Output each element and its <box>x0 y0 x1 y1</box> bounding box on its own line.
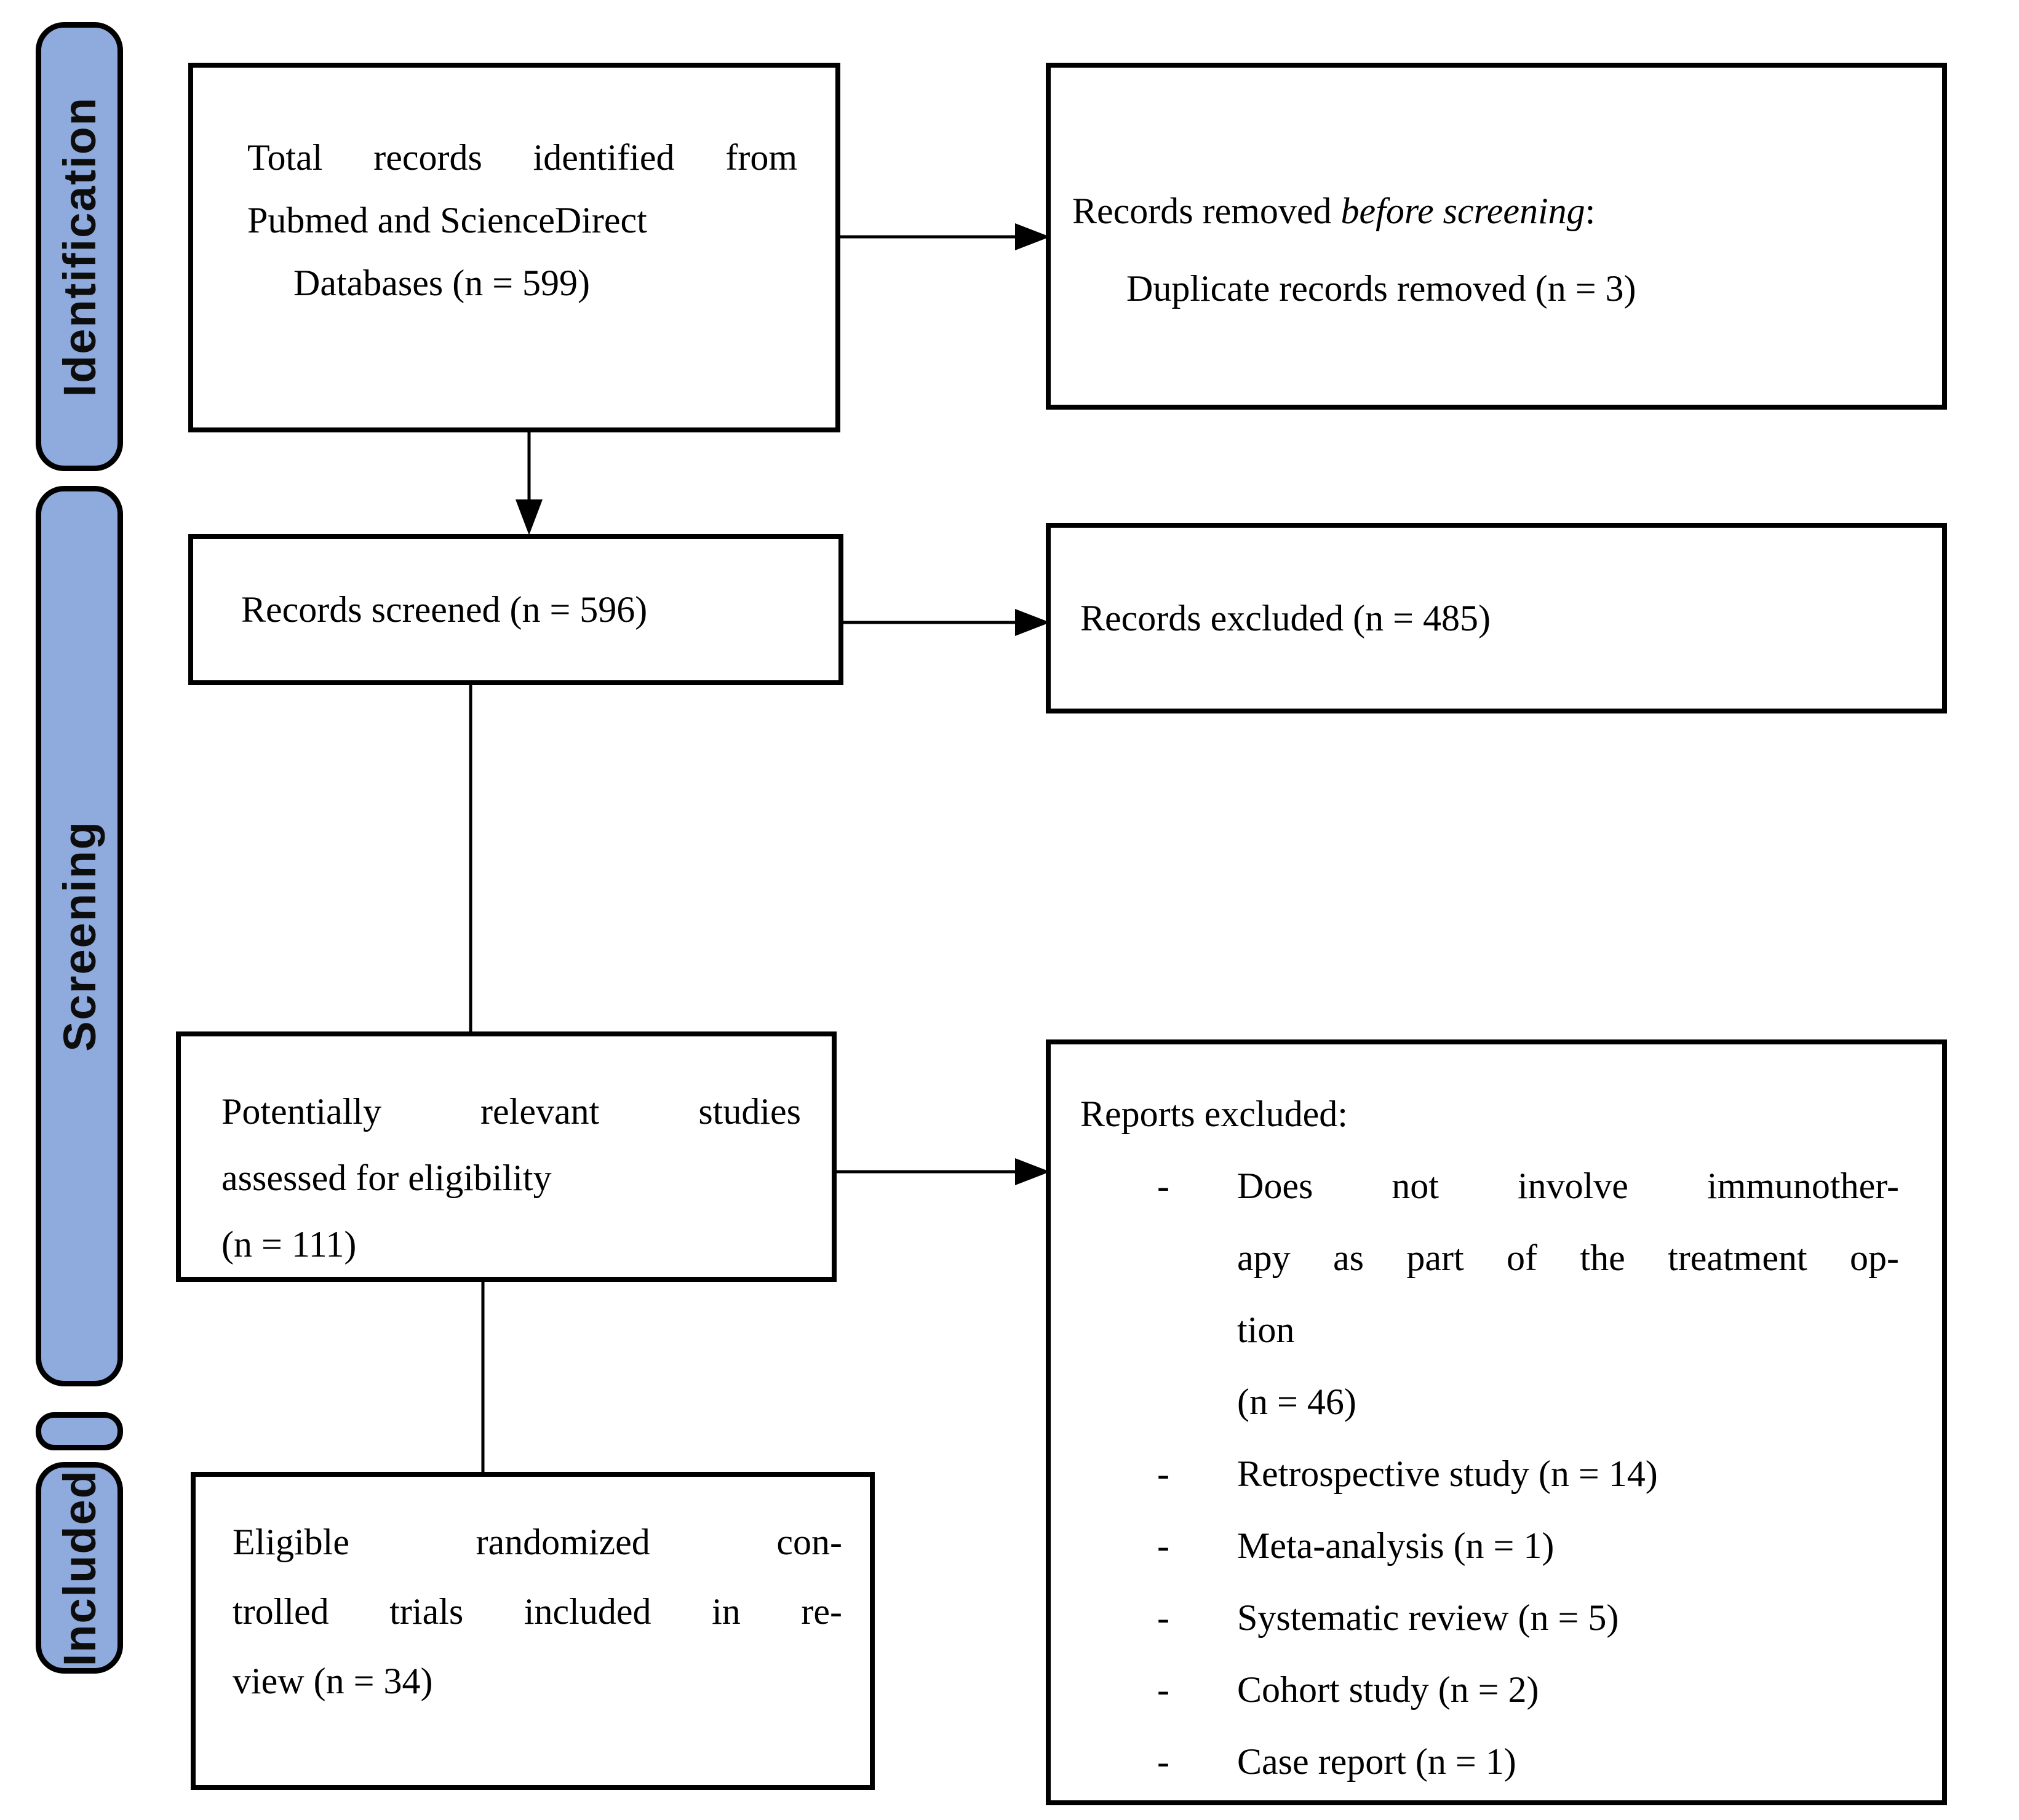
excluded-reason-line: Systematic review (n = 5) <box>1237 1597 1619 1638</box>
arrow-screened-to-excluded <box>843 609 1050 636</box>
excluded-reason-line: Meta-analysis (n = 1) <box>1237 1525 1555 1566</box>
records-removed-suffix: : <box>1585 191 1596 231</box>
stage-bar-spacer <box>36 1412 123 1450</box>
excluded-reason-line: Cohort study (n = 2) <box>1237 1669 1539 1710</box>
excluded-reason-line: apy as part of the treatment op- <box>1237 1238 1899 1278</box>
box-records-identified: Total records identified from Pubmed and… <box>188 63 840 432</box>
box-records-removed: Records removed before screening: Duplic… <box>1046 63 1947 410</box>
records-removed-italic: before screening <box>1340 191 1585 231</box>
box-records-excluded-text: Records excluded (n = 485) <box>1080 597 1491 638</box>
stage-bar-identification: Identification <box>36 22 123 471</box>
excluded-reason-item: - Meta-analysis (n = 1) <box>1080 1510 1899 1582</box>
arrow-assessed-to-reports-excluded <box>837 1158 1050 1185</box>
box-records-screened: Records screened (n = 596) <box>188 534 843 685</box>
box-records-identified-line: Pubmed and ScienceDirect <box>247 200 647 240</box>
box-included-trials: Eligible randomized con- trolled trials … <box>191 1472 875 1790</box>
arrow-identified-to-screened <box>516 432 543 535</box>
bullet-dash: - <box>1157 1597 1169 1638</box>
box-included-trials-line: view (n = 34) <box>233 1661 433 1701</box>
box-assessed-line: assessed for eligibility <box>221 1158 552 1198</box>
stage-label-screening: Screening <box>54 821 105 1052</box>
box-assessed-line: (n = 111) <box>221 1224 357 1265</box>
box-included-trials-line: trolled trials included in re- <box>233 1591 842 1632</box>
stage-bar-screening: Screening <box>36 486 123 1386</box>
bullet-dash: - <box>1157 1669 1169 1710</box>
box-reports-excluded: Reports excluded: - Does not involve imm… <box>1046 1039 1947 1805</box>
excluded-reason-line: Retrospective study (n = 14) <box>1237 1453 1658 1494</box>
bullet-dash: - <box>1157 1741 1169 1782</box>
bullet-dash: - <box>1157 1166 1169 1206</box>
box-reports-excluded-title: Reports excluded: <box>1080 1094 1348 1134</box>
excluded-reason-line: (n = 46) <box>1237 1381 1356 1422</box>
arrow-identified-to-removed <box>840 223 1050 250</box>
excluded-reason-item: - Case report (n = 1) <box>1080 1726 1899 1798</box>
excluded-reason-line: Does not involve immunother- <box>1237 1166 1899 1206</box>
box-assessed-line: Potentially relevant studies <box>221 1091 801 1132</box>
excluded-reason-item: - Does not involve immunother- apy as pa… <box>1080 1150 1899 1438</box>
box-records-removed-intro: Records removed before screening: <box>1072 172 1917 250</box>
excluded-reason-item: - Cohort study (n = 2) <box>1080 1654 1899 1726</box>
records-removed-prefix: Records removed <box>1072 191 1341 231</box>
box-records-identified-line: Databases (n = 599) <box>293 263 591 303</box>
box-records-removed-detail: Duplicate records removed (n = 3) <box>1126 268 1636 309</box>
stage-label-included: Included <box>54 1469 105 1667</box>
box-records-screened-text: Records screened (n = 596) <box>241 589 648 630</box>
stage-label-identification: Identification <box>54 96 105 397</box>
bullet-dash: - <box>1157 1525 1169 1566</box>
box-included-trials-line: Eligible randomized con- <box>233 1522 842 1562</box>
excluded-reason-item: - Retrospective study (n = 14) <box>1080 1438 1899 1510</box>
box-records-excluded: Records excluded (n = 485) <box>1046 523 1947 713</box>
box-records-identified-line: Total records identified from <box>247 137 797 178</box>
excluded-reason-line: Case report (n = 1) <box>1237 1741 1516 1782</box>
excluded-reason-line: tion <box>1237 1309 1295 1350</box>
box-assessed-eligibility: Potentially relevant studies assessed fo… <box>176 1031 837 1282</box>
excluded-reason-item: - Systematic review (n = 5) <box>1080 1582 1899 1654</box>
bullet-dash: - <box>1157 1453 1169 1494</box>
stage-bar-included: Included <box>36 1462 123 1674</box>
